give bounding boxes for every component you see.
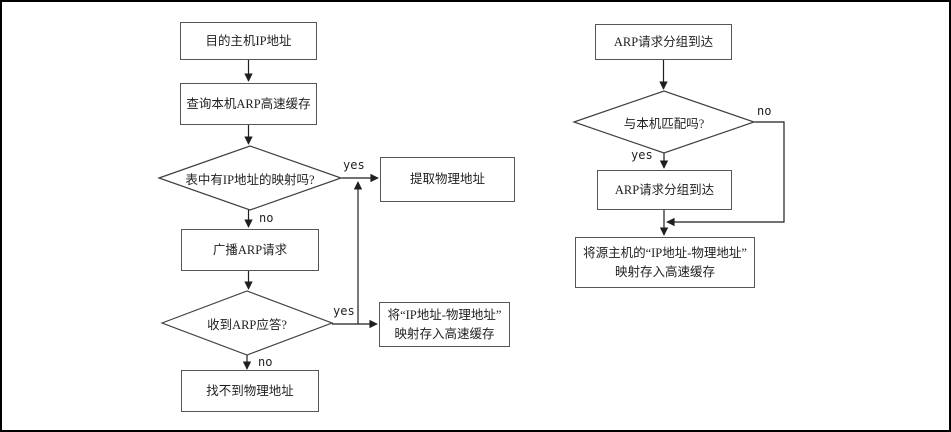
- node-dest-ip-label: 目的主机IP地址: [205, 33, 292, 48]
- edge-label-yes-top: yes: [343, 158, 365, 172]
- node-extract-addr-label: 提取物理地址: [409, 172, 485, 187]
- edge-label-yes-bottom: yes: [333, 304, 355, 318]
- edge-label-match-no: no: [757, 104, 772, 118]
- decision-got-reply-shape: [160, 290, 334, 356]
- node-broadcast-arp-label: 广播ARP请求: [212, 242, 288, 257]
- edge-label-match-yes: yes: [631, 148, 653, 162]
- node-store-source-mapping-label: 将源主机的“IP地址-物理地址” 映射存入高速缓存: [583, 245, 747, 279]
- edge-match-no-loop: [666, 121, 785, 227]
- node-store-source-mapping: 将源主机的“IP地址-物理地址” 映射存入高速缓存: [575, 237, 755, 288]
- node-arp-arrival-label: ARP请求分组到达: [613, 34, 714, 49]
- node-arp-arrival: ARP请求分组到达: [595, 24, 732, 60]
- node-store-mapping-label: 将“IP地址-物理地址” 映射存入高速缓存: [387, 307, 502, 341]
- node-arp-arrival-2-label: ARP请求分组到达: [614, 182, 715, 197]
- node-arp-arrival-2: ARP请求分组到达: [597, 170, 732, 210]
- node-query-cache: 查询本机ARP高速缓存: [180, 83, 317, 125]
- node-dest-ip: 目的主机IP地址: [180, 22, 317, 60]
- decision-has-mapping-shape: [157, 145, 343, 211]
- node-extract-addr: 提取物理地址: [380, 157, 515, 202]
- edge-label-no-bottom: no: [258, 355, 273, 369]
- node-query-cache-label: 查询本机ARP高速缓存: [186, 96, 311, 111]
- node-addr-not-found-label: 找不到物理地址: [206, 383, 294, 398]
- decision-match-host-shape: [572, 90, 756, 154]
- node-broadcast-arp: 广播ARP请求: [181, 229, 319, 271]
- node-addr-not-found: 找不到物理地址: [181, 370, 319, 412]
- edge-label-no-top: no: [259, 211, 274, 225]
- node-store-mapping: 将“IP地址-物理地址” 映射存入高速缓存: [379, 302, 510, 347]
